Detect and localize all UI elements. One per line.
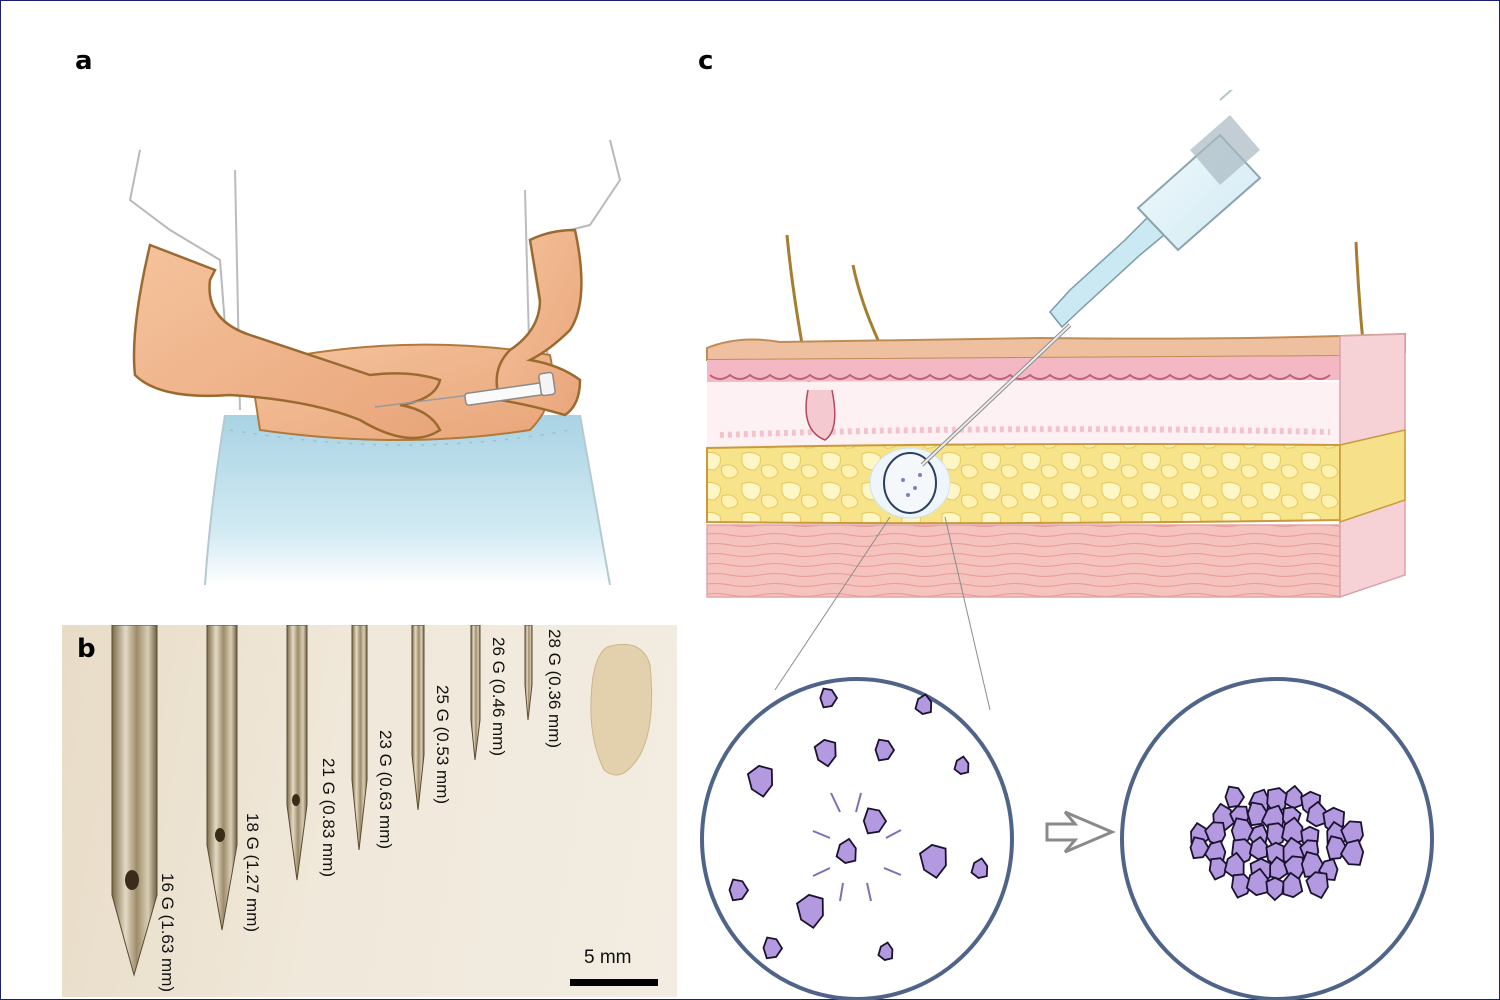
needle-label-18g: 18 G (1.27 mm) [243,813,262,933]
crystal-dispersed [728,878,750,902]
right-arm-injecting [495,228,583,417]
crystal-dispersed [877,941,894,961]
subcutaneous-fat-layer [706,443,1341,525]
needle-26g [470,625,481,761]
crystal-aggregated [1189,836,1211,860]
crystal-dispersed [918,843,947,880]
crystal-aggregated [1339,838,1365,866]
crystal-aggregated [1245,867,1269,897]
crystal-dispersed [746,764,774,798]
crystal-aggregated [1204,821,1227,847]
crystal-dispersed [835,837,857,864]
needle-label-23g: 23 G (0.63 mm) [376,730,395,850]
migration-arrow [866,882,872,902]
needle-16g [111,625,158,977]
dermis-layer [707,382,1340,447]
crystal-aggregated [1305,871,1329,900]
needle-label-21g: 21 G (0.83 mm) [319,758,338,878]
migration-arrow [883,867,902,876]
migration-arrow [830,792,841,813]
migration-arrow [855,792,862,813]
crystal-dispersed [795,893,824,930]
crystal-aggregated [1230,873,1253,899]
panel-c-skin-crosssection [700,90,1490,1000]
crystal-aggregated [1265,876,1285,902]
crystal-aggregated [1208,857,1229,881]
needle-label-16g: 16 G (1.63 mm) [158,873,177,993]
crystal-dispersed [953,755,970,775]
crystal-aggregated [1266,822,1288,848]
skin-surface [706,332,1406,362]
pants [204,414,611,586]
zoom-line-right [944,516,991,711]
inset-dispersed-crystals [700,677,1014,1000]
crystal-dispersed [914,693,933,715]
shirt [128,139,622,411]
syringe-large [920,90,1262,467]
zoom-line-left [774,516,891,691]
panel-a-injection-illustration [110,130,660,590]
left-arm-pinching [132,243,442,440]
migration-arrow [885,829,902,839]
scale-bar-label: 5 mm [584,947,632,968]
panel-label-a: a [75,46,93,76]
panel-label-c: c [698,46,714,76]
crystal-dispersed [862,807,888,835]
migration-arrow [812,867,831,877]
needle-label-25g: 25 G (0.53 mm) [433,685,452,805]
crystal-dispersed [762,936,784,960]
migration-arrow [812,830,831,839]
needle-label-26g: 26 G (0.46 mm) [489,637,508,757]
crystal-dispersed [819,687,839,709]
crystal-dispersed [874,738,896,762]
needle-label-28g: 28 G (0.36 mm) [545,629,564,749]
needle-25g [411,625,425,811]
crystal-dispersed [970,857,989,879]
transition-arrow [1045,810,1116,854]
rice-grain [590,643,653,776]
muscle-layer [706,524,1341,598]
migration-arrow [839,882,844,902]
crystal-aggregated [1248,835,1268,861]
panel-b-needle-photo: 16 G (1.63 mm) 18 G (1.27 mm) 21 G (0.83… [62,625,677,997]
crystal-aggregated [1305,800,1327,828]
needle-23g [351,625,368,851]
injection-depot [869,447,951,519]
scale-bar [570,979,658,986]
crystal-dispersed [813,738,837,768]
needle-28g [524,625,533,721]
needle-18g [206,625,238,931]
crystal-aggregated [1282,871,1304,899]
syringe-small [374,371,556,408]
needle-21g [286,625,308,881]
panel-label-b: b [77,634,96,664]
inset-aggregated-depot [1120,677,1434,1000]
